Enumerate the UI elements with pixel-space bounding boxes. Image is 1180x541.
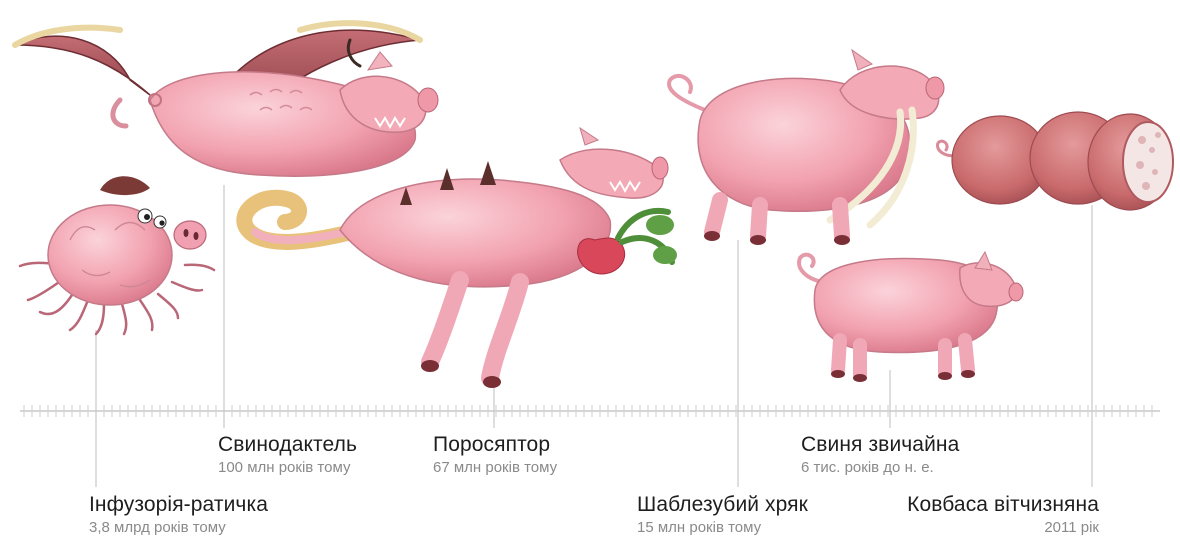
stage-name: Шаблезубий хряк: [637, 493, 808, 517]
stage-time: 67 млн років тому: [433, 459, 557, 477]
stage-name: Свиня звичайна: [801, 433, 959, 457]
stage-name: Ковбаса вітчизняна: [907, 493, 1099, 517]
stage-time: 3,8 млрд років тому: [89, 519, 268, 537]
stage-time: 100 млн років тому: [218, 459, 357, 477]
label-infusoria: Інфузорія-ратичка 3,8 млрд років тому: [89, 493, 268, 537]
label-sausage: Ковбаса вітчизняна 2011 рік: [907, 493, 1099, 537]
tusked-boar-icon: [669, 50, 944, 245]
stage-name: Свинодактель: [218, 433, 357, 457]
stage-time: 2011 рік: [907, 519, 1099, 537]
sausage-icon: [937, 112, 1173, 210]
stage-name: Інфузорія-ратичка: [89, 493, 268, 517]
stage-time: 6 тис. років до н. е.: [801, 459, 959, 477]
label-common-pig: Свиня звичайна 6 тис. років до н. е.: [801, 433, 959, 477]
tentacled-pig-icon: [20, 176, 214, 334]
pig-icon: [799, 252, 1023, 382]
stage-time: 15 млн років тому: [637, 519, 808, 537]
timeline-axis: [20, 405, 1160, 417]
stage-name: Поросяптор: [433, 433, 557, 457]
label-pigraptor: Поросяптор 67 млн років тому: [433, 433, 557, 477]
label-pigodactyl: Свинодактель 100 млн років тому: [218, 433, 357, 477]
label-sabretooth: Шаблезубий хряк 15 млн років тому: [637, 493, 808, 537]
winged-pig-icon: [15, 23, 438, 176]
